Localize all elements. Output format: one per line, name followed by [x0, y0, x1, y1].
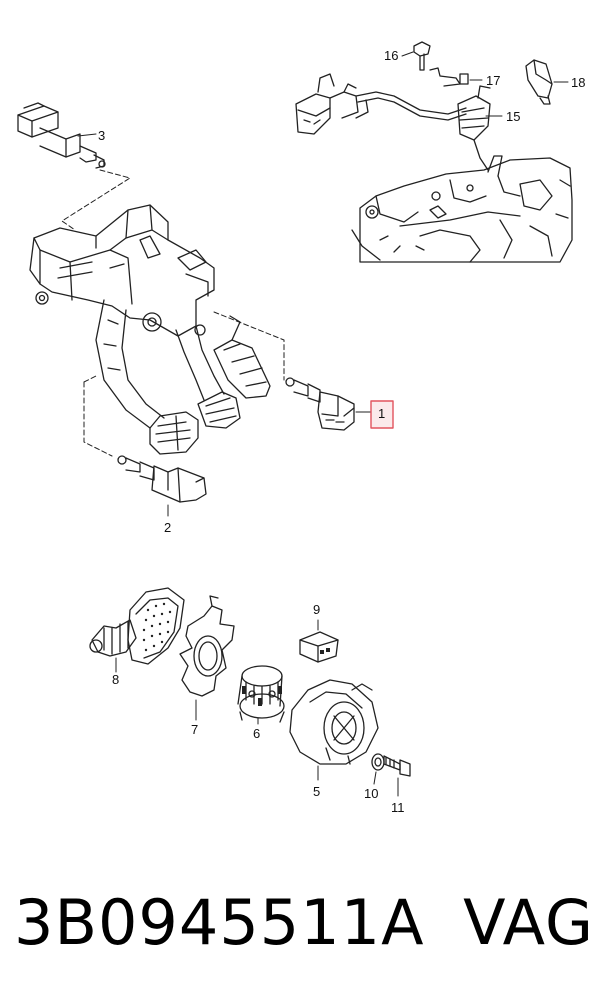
part-17-bracket	[429, 67, 469, 87]
callout-18: 18	[571, 75, 585, 90]
part-2-switch	[117, 455, 207, 503]
pedal-box	[29, 204, 271, 455]
callout-17: 17	[486, 73, 500, 88]
part-8-spline-shaft	[89, 587, 185, 665]
part-7-bracket	[179, 595, 235, 697]
callout-3: 3	[98, 128, 105, 143]
part-9-block	[299, 631, 339, 663]
callout-8: 8	[112, 672, 119, 687]
brand-label: VAG	[463, 885, 594, 959]
gearbox-housing	[351, 155, 573, 263]
callout-5: 5	[313, 784, 320, 799]
callout-7: 7	[191, 722, 198, 737]
part-5-rotary-switch	[289, 679, 379, 765]
part-1-highlight-box	[370, 400, 394, 429]
part-1-switch	[285, 377, 355, 431]
callout-9: 9	[313, 602, 320, 617]
callout-16: 16	[384, 48, 398, 63]
part-number: 3B0945511A	[14, 885, 425, 959]
footer-caption: 3B0945511A VAG	[14, 872, 594, 972]
callout-15: 15	[506, 109, 520, 124]
callout-2: 2	[164, 520, 171, 535]
callout-10: 10	[364, 786, 378, 801]
callout-11: 11	[391, 800, 405, 815]
part-18-sensor	[525, 59, 553, 105]
part-3-switch	[17, 102, 106, 169]
callout-6: 6	[253, 726, 260, 741]
part-15-sensor-cable	[295, 73, 491, 171]
callout-1: 1	[378, 406, 385, 421]
part-16-bolt	[413, 41, 431, 71]
part-10-washer	[371, 753, 385, 771]
part-11-screw	[383, 755, 411, 777]
